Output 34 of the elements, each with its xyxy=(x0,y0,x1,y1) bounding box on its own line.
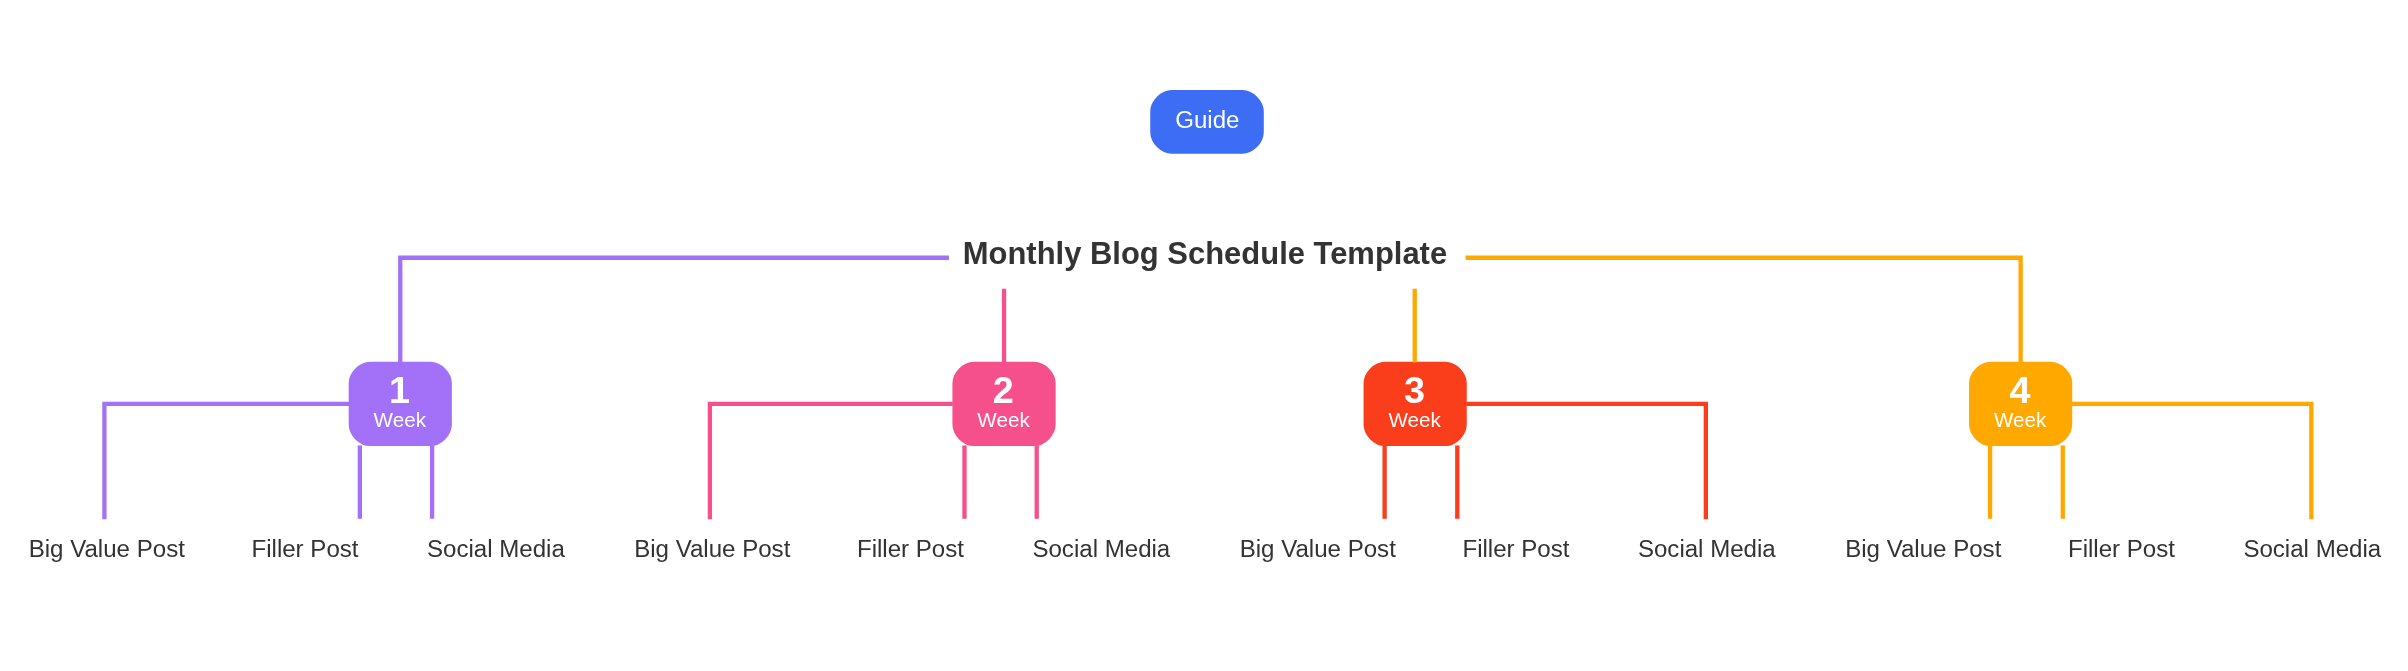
node-text: Social Media xyxy=(2243,534,2382,562)
node-text: Filler Post xyxy=(2067,534,2175,562)
connector xyxy=(1987,444,1993,519)
connector xyxy=(1001,288,1007,362)
node-box: 4 Week xyxy=(1969,361,2073,446)
node-text: Social Media xyxy=(1032,534,1171,562)
connector xyxy=(1034,444,1039,519)
connector xyxy=(1466,401,1708,519)
node-text: Big Value Post xyxy=(1845,534,2002,562)
connector xyxy=(102,401,350,519)
connector xyxy=(962,444,967,519)
node-text: Filler Post xyxy=(1462,534,1570,562)
connector xyxy=(1455,444,1460,519)
node-box: 1 Week xyxy=(348,361,452,446)
node-text: Social Media xyxy=(426,534,565,562)
node-text: Filler Post xyxy=(856,534,965,562)
connector xyxy=(398,255,949,362)
connector xyxy=(2071,401,2314,519)
connector xyxy=(707,401,953,519)
node-text: Big Value Post xyxy=(634,534,791,562)
connector xyxy=(357,444,362,519)
node-box: Guide xyxy=(1150,89,1264,154)
connector xyxy=(1465,255,2023,362)
node-box: 2 Week xyxy=(952,361,1056,446)
connector xyxy=(2060,444,2065,519)
node-text: Monthly Blog Schedule Template xyxy=(962,235,1448,271)
connector xyxy=(1382,444,1387,519)
node-box: 3 Week xyxy=(1363,361,1467,446)
node-text: Big Value Post xyxy=(1239,534,1396,562)
connector xyxy=(1412,288,1417,362)
node-text: Social Media xyxy=(1637,534,1776,562)
connector xyxy=(429,444,435,519)
node-text: Filler Post xyxy=(251,534,359,562)
node-text: Big Value Post xyxy=(28,534,185,562)
